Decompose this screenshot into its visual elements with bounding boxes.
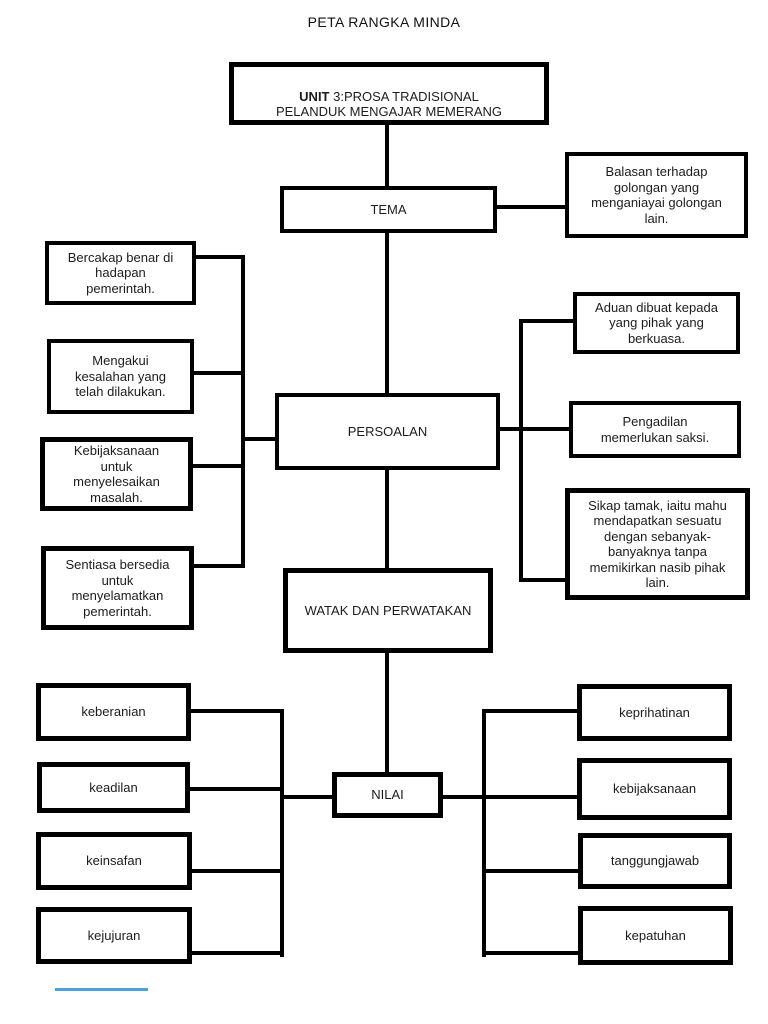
connector-persoalan-watak xyxy=(385,470,389,568)
connector-unit-tema xyxy=(385,125,389,186)
connector-stub xyxy=(519,578,569,582)
node-unit-title: UNIT 3:PROSA TRADISIONAL PELANDUK MENGAJ… xyxy=(229,62,549,125)
persoalan-right-item: Sikap tamak, iaitu mahu mendapatkan sesu… xyxy=(565,488,750,600)
connector-stub xyxy=(498,427,571,431)
unit-subject: 3:PROSA TRADISIONAL xyxy=(329,88,479,104)
unit-label: UNIT xyxy=(299,88,330,104)
nilai-left-item: keinsafan xyxy=(36,832,192,890)
nilai-left-item: kejujuran xyxy=(36,907,192,964)
connector-stub xyxy=(482,869,582,873)
footer-accent-line xyxy=(55,988,148,991)
connector-bottom-right-spine xyxy=(482,709,486,957)
connector-stub xyxy=(189,709,284,713)
connector-nilai-right xyxy=(441,795,581,799)
nilai-right-item: kepatuhan xyxy=(578,906,733,965)
connector-stub xyxy=(190,869,284,873)
connector-stub xyxy=(188,787,284,791)
connector-stub xyxy=(191,564,241,568)
connector-spine-nilai xyxy=(280,795,336,799)
nilai-right-item: keprihatinan xyxy=(577,684,732,741)
connector-watak-nilai xyxy=(385,653,389,772)
diagram-title: PETA RANGKA MINDA xyxy=(307,14,461,30)
connector-stub xyxy=(482,951,582,955)
nilai-left-item: keadilan xyxy=(37,762,190,813)
nilai-left-item: keberanian xyxy=(36,683,191,741)
nilai-right-item: tanggungjawab xyxy=(578,833,732,889)
connector-stub xyxy=(482,709,581,713)
node-tema: TEMA xyxy=(280,186,497,233)
persoalan-left-item: Kebijaksanaan untuk menyelesaikan masala… xyxy=(40,437,193,511)
persoalan-right-item: Pengadilan memerlukan saksi. xyxy=(569,401,741,458)
nilai-right-item: kebijaksanaan xyxy=(577,758,732,820)
tema-note: Balasan terhadap golongan yang menganiay… xyxy=(565,152,748,238)
connector-left-spine xyxy=(241,255,245,568)
connector-tema-note xyxy=(497,205,565,209)
persoalan-right-item: Aduan dibuat kepada yang pihak yang berk… xyxy=(573,292,740,354)
connector-stub xyxy=(519,319,575,323)
connector-stub xyxy=(190,464,241,468)
connector-bottom-left-spine xyxy=(280,709,284,957)
persoalan-left-item: Mengakui kesalahan yang telah dilakukan. xyxy=(47,339,194,414)
node-nilai: NILAI xyxy=(332,772,443,818)
unit-story-title: PELANDUK MENGAJAR MEMERANG xyxy=(275,104,503,119)
connector-right-spine xyxy=(519,319,523,582)
connector-stub xyxy=(190,951,284,955)
node-persoalan: PERSOALAN xyxy=(275,393,500,470)
connector-stub xyxy=(193,255,241,259)
connector-tema-persoalan xyxy=(385,233,389,393)
unit-title-text: UNIT 3:PROSA TRADISIONAL PELANDUK MENGAJ… xyxy=(276,73,502,135)
persoalan-left-item: Sentiasa bersedia untuk menyelamatkan pe… xyxy=(41,546,194,630)
node-watak: WATAK DAN PERWATAKAN xyxy=(283,568,493,653)
connector-spine-persoalan xyxy=(241,437,279,441)
connector-stub xyxy=(191,371,241,375)
persoalan-left-item: Bercakap benar di hadapan pemerintah. xyxy=(45,241,196,305)
